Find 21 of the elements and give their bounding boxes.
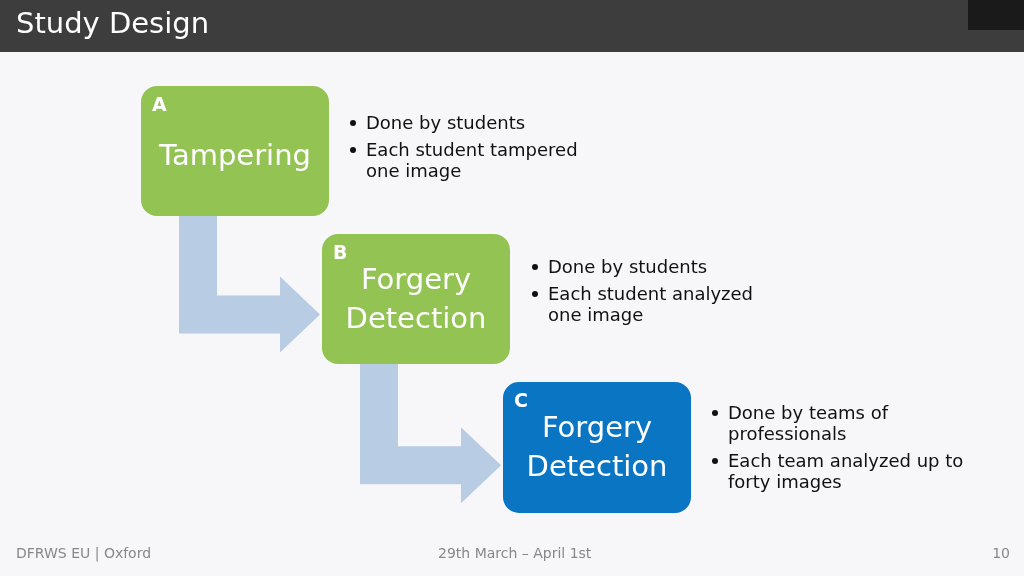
bullet-text: Done by students bbox=[366, 112, 526, 133]
bullet-text: Each team analyzed up to forty images bbox=[728, 450, 964, 492]
bullet-text: Done by teams of professionals bbox=[728, 402, 889, 444]
step-title: Forgery Detection bbox=[525, 409, 669, 485]
slide-title: Study Design bbox=[16, 6, 210, 40]
bullet-text: Done by students bbox=[548, 256, 708, 277]
process-box bbox=[322, 234, 510, 364]
footer-text: 29th March – April 1st bbox=[438, 545, 592, 561]
process-box bbox=[141, 86, 329, 216]
bullet-text: Each student analyzed one image bbox=[548, 283, 754, 325]
footer-text: 10 bbox=[992, 545, 1010, 561]
step-title: Forgery Detection bbox=[344, 261, 488, 337]
bent-arrow bbox=[360, 364, 501, 504]
step-letter: B bbox=[333, 241, 348, 263]
step-title: Tampering bbox=[158, 137, 312, 174]
step-letter: C bbox=[514, 389, 528, 411]
bullet-text: Each student tampered one image bbox=[366, 139, 578, 181]
bent-arrow bbox=[179, 216, 320, 353]
step-letter: A bbox=[152, 93, 167, 115]
process-box bbox=[503, 382, 691, 513]
footer-text: DFRWS EU | Oxford bbox=[16, 545, 152, 561]
